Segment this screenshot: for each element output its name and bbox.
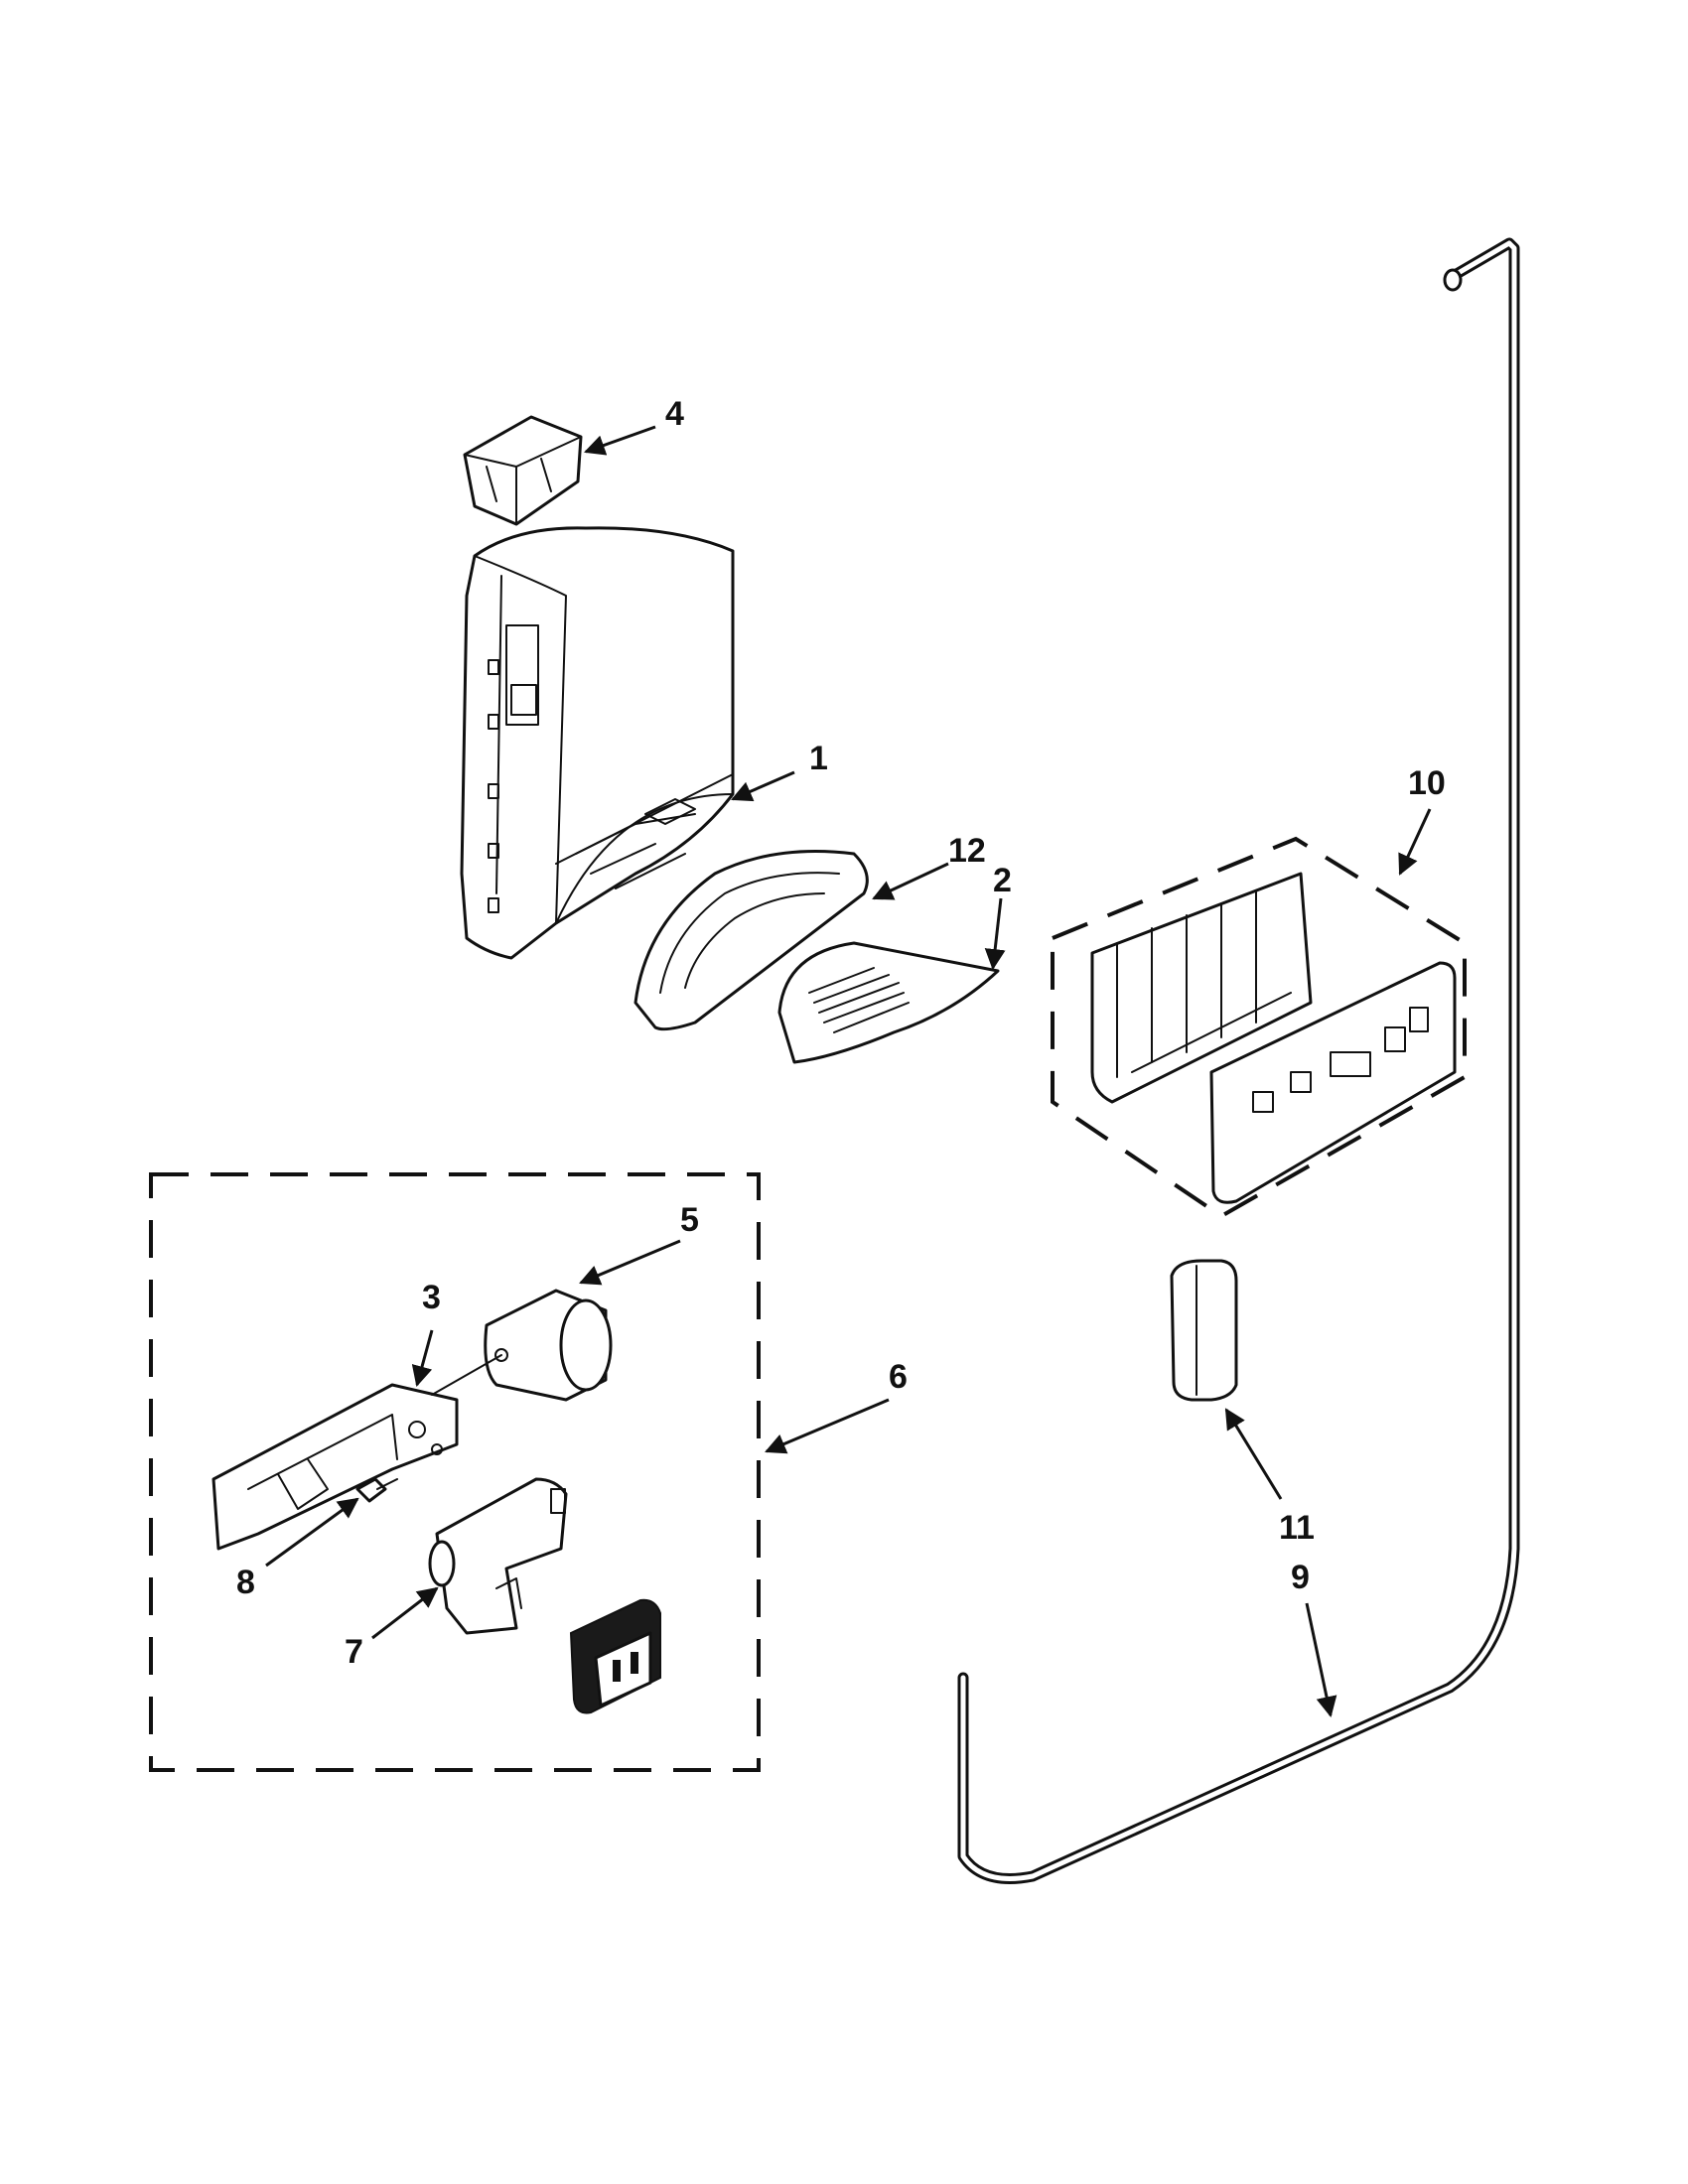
part-9-tube (957, 237, 1520, 1884)
callout-1: 1 (809, 740, 828, 777)
part-5-motor (431, 1289, 613, 1402)
part-6-assembly-group (149, 1172, 761, 1772)
callout-labels: 4 1 12 2 10 5 3 6 8 7 11 9 (236, 395, 1446, 1671)
part-8-screw (355, 1477, 398, 1503)
part-4-cup (463, 415, 583, 526)
callout-4: 4 (665, 395, 684, 433)
button-block (569, 1598, 661, 1714)
callout-9: 9 (1291, 1559, 1310, 1596)
callout-2: 2 (993, 862, 1012, 899)
part-10-control-panel (1051, 836, 1467, 1219)
callout-11: 11 (1279, 1509, 1315, 1547)
part-11-pad (1170, 1259, 1238, 1402)
part-7-lever (428, 1477, 568, 1635)
callout-6: 6 (889, 1358, 908, 1396)
part-12-rim (633, 850, 869, 1031)
callout-12: 12 (948, 832, 986, 870)
callout-3: 3 (422, 1279, 441, 1316)
leader-lines (265, 425, 1432, 1718)
callout-10: 10 (1408, 764, 1446, 802)
part-2-drip-grate (777, 941, 1000, 1064)
callout-8: 8 (236, 1564, 255, 1601)
callout-7: 7 (345, 1633, 363, 1671)
callout-5: 5 (680, 1201, 699, 1239)
part-3-bracket (211, 1383, 459, 1551)
